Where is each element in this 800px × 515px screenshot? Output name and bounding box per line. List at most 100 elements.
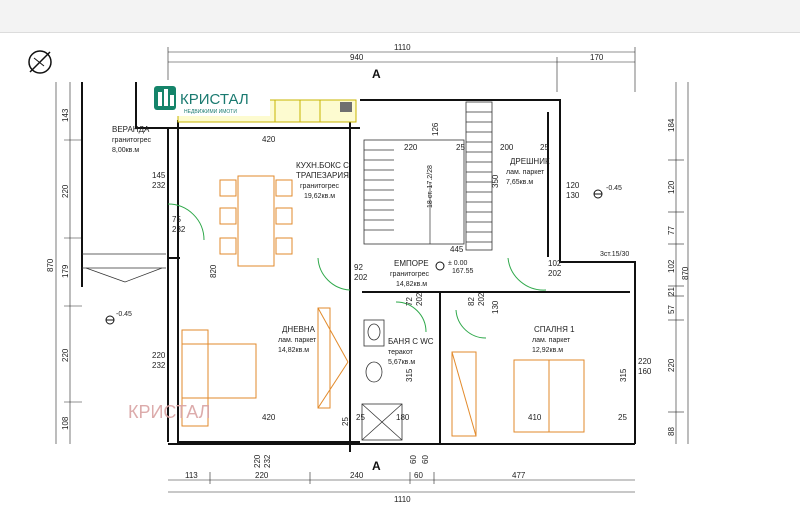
bathroom-fixtures [361,319,403,441]
wardrobe [451,351,477,437]
room-kitchen-area: 19,62кв.м [304,193,335,200]
dim-k130: 130 [491,300,500,314]
dim-left-d: 220 [61,348,70,362]
dim-left-total: 870 [46,258,55,272]
north-arrow-icon [28,50,52,74]
dim-k445: 445 [450,245,464,254]
dim-door-a: 220 [253,454,262,468]
dim-b25c: 25 [341,417,350,426]
dim-d4a: 102 [548,259,562,268]
room-closet-finish: лам. паркет [506,169,545,176]
dim-w4a: 120 [566,181,580,190]
logo-sub: НЕДВИЖИМИ ИМОТИ [184,109,237,115]
door-swings [167,203,547,339]
dim-w1a: 145 [152,171,166,180]
dim-right-g: 220 [667,358,676,372]
dim-w3b: 232 [152,361,166,370]
level-right: -0.45 [606,185,622,192]
sofa [181,329,257,427]
dim-top-a: 940 [350,53,364,62]
dim-w1b: 232 [152,181,166,190]
dim-k25b: 25 [540,143,549,152]
floor-plan: 1110 940 170 113 220 240 60 477 1110 870… [0,32,800,510]
logo-name: КРИСТАЛ [180,91,249,108]
dim-right-d: 102 [667,259,676,273]
dim-w5a: 220 [638,357,652,366]
dim-left-b: 220 [61,184,70,198]
room-bath-area: 5,67кв.м [388,359,415,366]
dim-w5b: 160 [638,367,652,376]
dim-w2a: 75 [172,215,181,224]
room-closet-area: 7,65кв.м [506,179,533,186]
dim-left-a: 143 [61,108,70,122]
aircon-text: 3ст.15/30 [600,251,629,258]
room-veranda-name: ВЕРАНДА [112,125,150,134]
room-kitchen-finish: гранитогрес [300,183,339,190]
level-center-abs: 167.55 [452,268,474,275]
room-living-finish: лам. паркет [278,337,317,344]
dim-k220: 220 [404,143,418,152]
room-bath-finish: теракот [388,349,414,356]
dim-b410: 410 [528,413,542,422]
room-living-area: 14,82кв.м [278,347,309,354]
room-hall-finish: гранитогрес [390,271,429,278]
dim-bottom-d: 60 [414,471,423,480]
room-kitchen-name2: ТРАПЕЗАРИЯ [296,171,349,180]
dim-k420: 420 [262,135,276,144]
dim-b25b: 25 [618,413,627,422]
dim-bottom-b: 220 [255,471,269,480]
dim-k350: 350 [491,174,500,188]
company-logo: КРИСТАЛ НЕДВИЖИМИ ИМОТИ [148,80,270,116]
dim-b180: 180 [396,413,410,422]
browser-top-bar [0,0,800,33]
room-hall-name: ЕМПОРЕ [394,259,429,268]
room-bath-name: БАНЯ С WC [388,337,434,346]
dim-d1b: 202 [354,273,368,282]
room-kitchen-name: КУХН.БОКС С [296,161,349,170]
dim-d60b: 60 [421,455,430,464]
dim-b25a: 25 [356,413,365,422]
dim-right-h: 88 [667,427,676,436]
dim-d60a: 60 [409,455,418,464]
dim-bottom-e: 477 [512,471,526,480]
watermark: КРИСТАЛ [128,402,210,422]
room-veranda-area: 8,00кв.м [112,147,139,154]
dim-left-e: 108 [61,416,70,430]
dim-w2b: 232 [172,225,186,234]
dim-top-total: 1110 [394,43,411,52]
dim-right-a: 184 [667,118,676,132]
dim-d2a: 72 [405,297,414,306]
room-bedroom-area: 12,92кв.м [532,347,563,354]
dim-bottom-a: 113 [185,471,198,480]
dim-right-f: 57 [667,305,676,314]
dim-left-c: 179 [61,264,70,278]
bed [513,359,585,433]
room-closet-name: ДРЕШНИК [510,157,550,166]
stair-text: 18 ст. 17.2/28 [427,165,434,208]
dim-right-e: 21 [667,287,676,296]
dim-w3a: 220 [152,351,166,360]
room-living-name: ДНЕВНА [282,325,316,334]
level-center: ± 0.00 [448,260,468,267]
level-marker-icon [105,189,603,325]
tv-unit [317,307,331,409]
dim-d3a: 82 [467,297,476,306]
room-veranda-finish: гранитогрес [112,137,151,144]
dim-bottom-total: 1110 [394,495,411,504]
stairs [363,139,465,245]
dim-right-total: 870 [681,266,690,280]
dim-door-b: 232 [263,454,272,468]
section-mark-top: A [372,67,381,81]
room-bedroom-finish: лам. паркет [532,337,571,344]
exterior-walls [81,82,636,452]
dim-k200: 200 [500,143,514,152]
dim-k820: 820 [209,264,218,278]
dim-top-b: 170 [590,53,604,62]
dim-d4b: 202 [548,269,562,278]
dim-right-c: 77 [667,226,676,235]
dim-right-b: 120 [667,180,676,194]
level-left1: -0.45 [116,311,132,318]
section-mark-bottom: A [372,459,381,473]
dining-table [219,175,293,267]
dim-k25a: 25 [456,143,465,152]
